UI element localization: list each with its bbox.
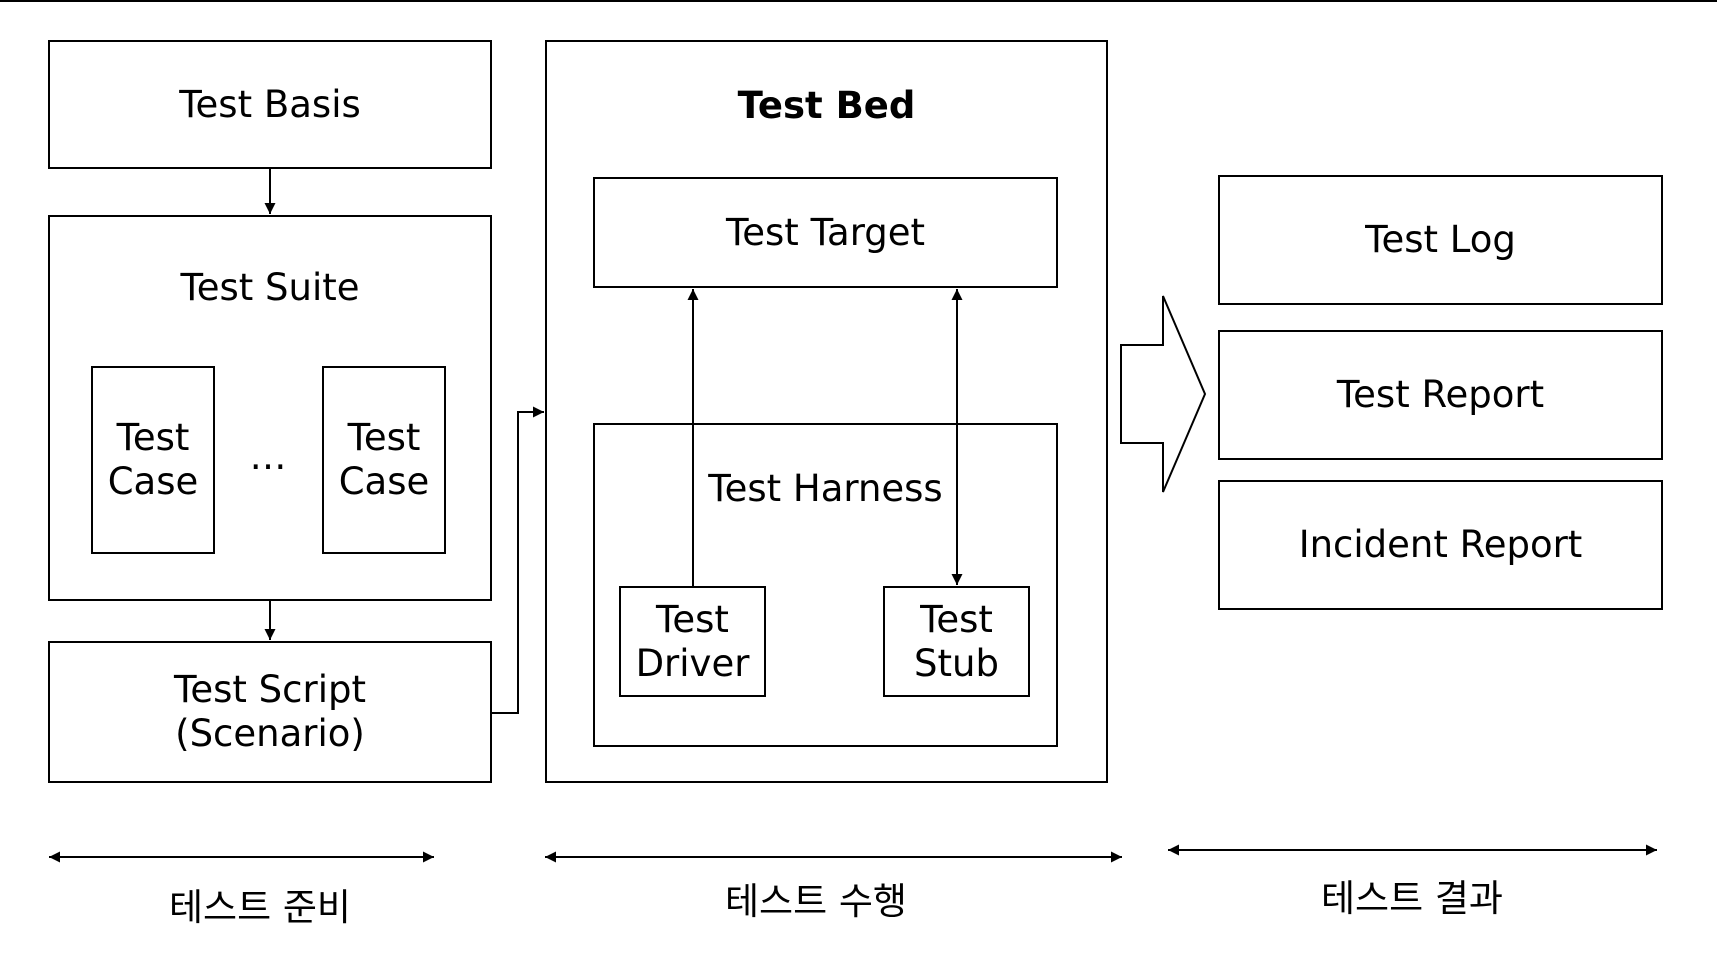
phase-label-result: 테스트 결과 [1321,877,1503,920]
test-suite-box: Test Suite Test Case … Test Case [48,215,492,601]
test-harness-title: Test Harness [708,467,943,510]
test-target-label: Test Target [725,210,926,254]
test-report-label: Test Report [1336,373,1545,417]
execution-to-results-block-arrow [1120,295,1207,493]
incident-report-label: Incident Report [1298,523,1583,567]
test-case-left-box: Test Case [91,366,215,554]
test-case-ellipsis: … [249,435,287,479]
test-bed-title: Test Bed [737,84,916,127]
test-driver-label: Test Driver [635,597,750,685]
test-stub-box: Test Stub [883,586,1030,697]
test-case-right-box: Test Case [322,366,446,554]
phase-label-preparation: 테스트 준비 [169,886,351,929]
test-script-label: Test Script (Scenario) [174,668,366,755]
test-script-box: Test Script (Scenario) [48,641,492,783]
test-stub-label: Test Stub [914,597,999,685]
test-suite-title: Test Suite [180,266,360,309]
test-driver-box: Test Driver [619,586,766,697]
test-case-right-label: Test Case [338,416,430,503]
test-harness-box: Test Harness [593,423,1058,747]
test-case-left-label: Test Case [107,416,199,503]
phase-label-execution: 테스트 수행 [725,880,907,923]
test-target-box: Test Target [593,177,1058,288]
test-basis-box: Test Basis [48,40,492,169]
test-log-box: Test Log [1218,175,1663,305]
top-border [0,0,1717,2]
incident-report-box: Incident Report [1218,480,1663,610]
test-log-label: Test Log [1365,218,1516,262]
test-basis-label: Test Basis [179,82,361,126]
test-report-box: Test Report [1218,330,1663,460]
script-to-testbed-arrow [492,406,544,714]
